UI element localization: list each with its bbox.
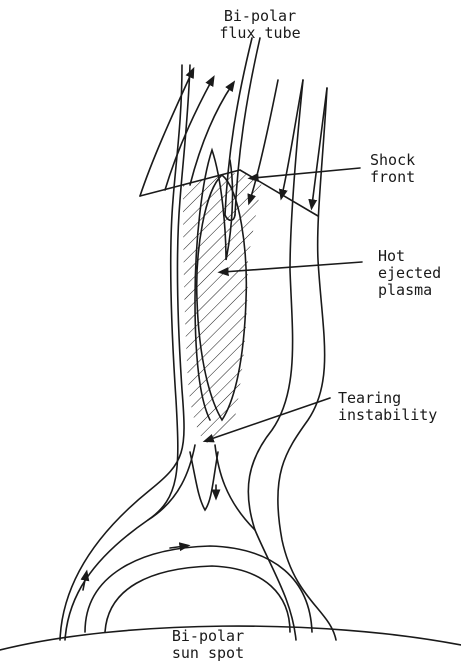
shock-front-label-line-1: Shock: [370, 152, 415, 169]
arcade-outer: [85, 546, 312, 632]
cusp-stem: [190, 452, 218, 510]
shock-front-label-line-2: front: [370, 169, 415, 186]
tearing-label-line-2: instability: [338, 407, 437, 424]
sun-spot-label-line-1: Bi-polar: [148, 628, 268, 645]
arcade-inner: [105, 566, 290, 632]
field-line-right-2: [248, 80, 303, 640]
field-line-left-2: [65, 65, 182, 640]
tearing-label-line-1: Tearing: [338, 390, 437, 407]
cusp-left: [148, 445, 195, 520]
hot-plasma-label-line-2: ejected: [378, 265, 441, 282]
hot-plasma-label-line-3: plasma: [378, 282, 441, 299]
flux-tube-label-line-2: flux tube: [200, 25, 320, 42]
sun-spot-label: Bi-polar sun spot: [148, 628, 268, 662]
field-line-up-1: [140, 72, 192, 196]
sun-spot-label-line-2: sun spot: [148, 645, 268, 662]
field-line-outer-left: [60, 65, 190, 640]
flux-tube-label-line-1: Bi-polar: [200, 8, 320, 25]
tearing-label: Tearing instability: [338, 390, 437, 424]
field-line-up-3: [190, 85, 232, 185]
shock-front-label: Shock front: [370, 152, 415, 186]
shock-front-leader: [253, 168, 360, 178]
flux-tube-label: Bi-polar flux tube: [200, 8, 320, 42]
hot-plasma-label-line-1: Hot: [378, 248, 441, 265]
field-line-down-2: [282, 80, 303, 195]
hot-plasma-label: Hot ejected plasma: [378, 248, 441, 299]
